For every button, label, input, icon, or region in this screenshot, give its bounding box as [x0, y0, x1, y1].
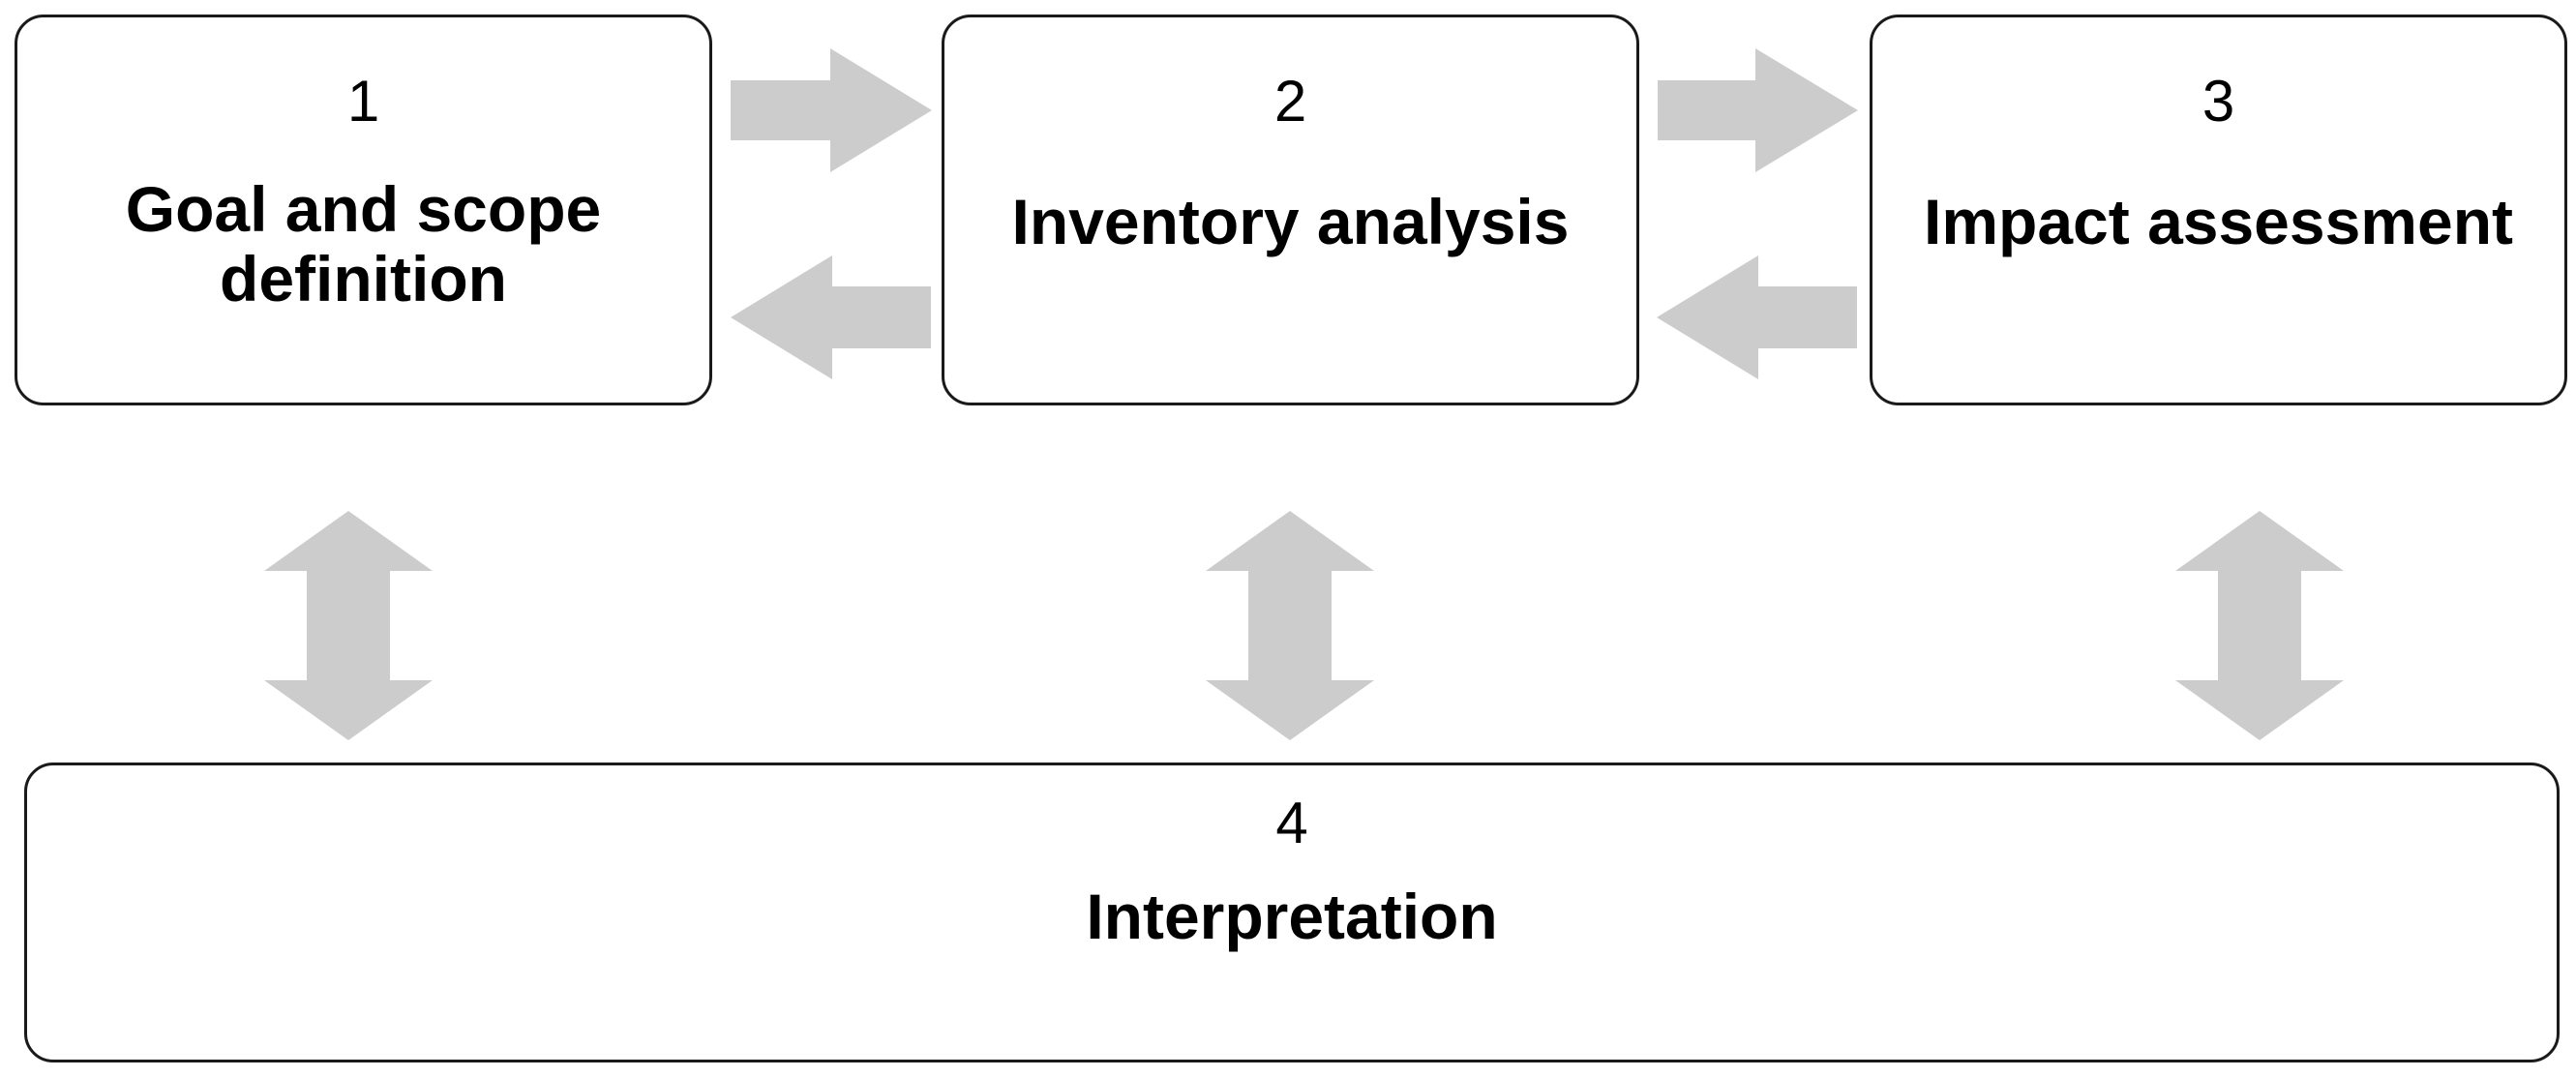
arrow-right-1-to-2 [731, 48, 932, 172]
arrow-left-2-to-1 [731, 255, 931, 379]
step-title-line-2: definition [220, 243, 507, 314]
step-title: Interpretation [1086, 881, 1498, 952]
step-title: Goal and scope definition [17, 174, 709, 314]
step-title: Inventory analysis [1011, 186, 1570, 257]
arrow-left-3-to-2 [1657, 255, 1857, 379]
step-goal-and-scope: 1 Goal and scope definition [15, 15, 712, 405]
step-title: Impact assessment [1924, 186, 2513, 257]
step-impact-assessment: 3 Impact assessment [1870, 15, 2567, 405]
double-arrow-3-and-4 [2175, 511, 2344, 740]
double-arrow-1-and-4 [264, 511, 433, 740]
step-number: 2 [1273, 69, 1307, 134]
double-arrow-2-and-4 [1206, 511, 1374, 740]
step-interpretation: 4 Interpretation [24, 763, 2560, 1062]
step-inventory-analysis: 2 Inventory analysis [942, 15, 1639, 405]
step-number: 3 [2202, 69, 2235, 134]
step-number: 4 [1275, 791, 1308, 855]
arrow-right-2-to-3 [1658, 48, 1858, 172]
step-title-line-1: Goal and scope [125, 173, 602, 245]
step-number: 1 [346, 69, 380, 134]
